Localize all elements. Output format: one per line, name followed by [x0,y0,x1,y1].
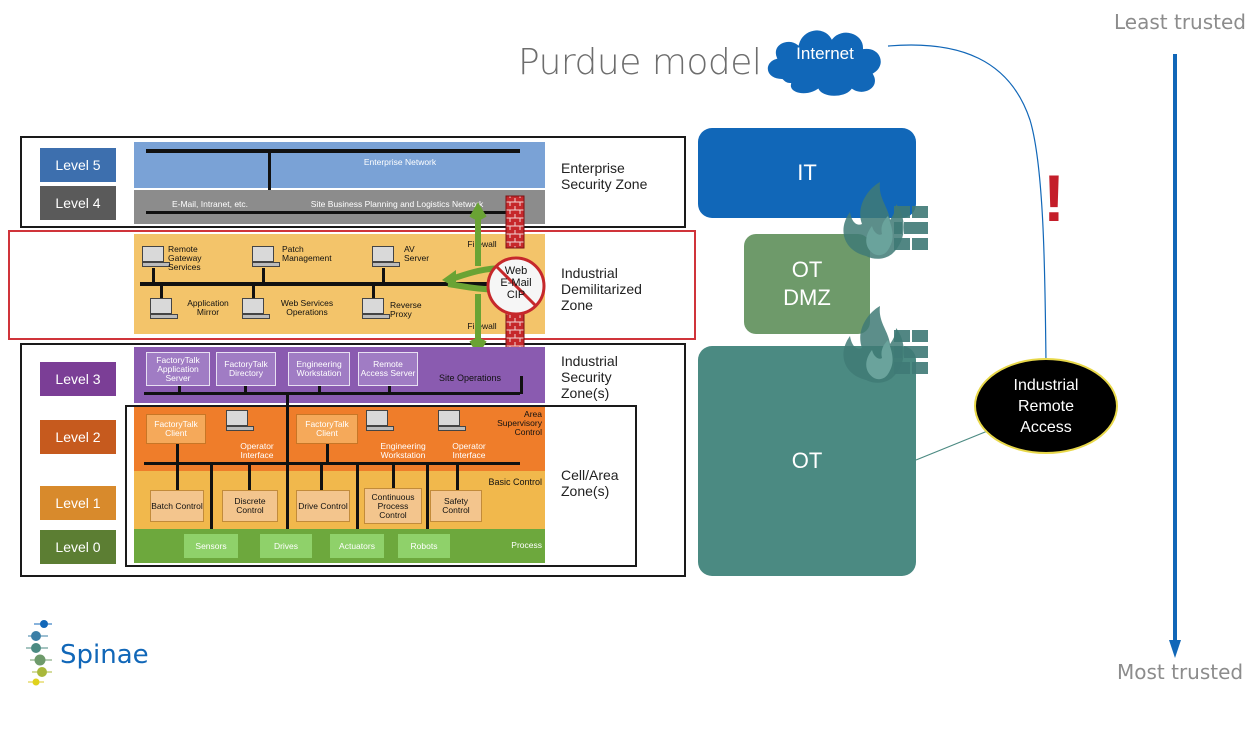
app-mirror-pc-icon [150,298,178,319]
basic-control-label: Basic Control [488,477,542,487]
eng-ws-pc-icon [366,410,394,431]
l3-box-remote-access-server: Remote Access Server [358,352,418,386]
reverse-proxy-pc-icon [362,298,390,319]
level-2-badge: Level 2 [40,420,116,454]
operator-2-pc-icon [438,410,466,431]
operator-1-pc-icon [226,410,254,431]
l1-discrete-control: Discrete Control [222,490,278,522]
l1-continuous-process-control: Continuous Process Control [364,488,422,524]
site-planning-label: Site Business Planning and Logistics Net… [310,199,484,209]
l2-ft-client-1: FactoryTalk Client [146,414,206,444]
remote-gateway-label: Remote Gateway Services [168,244,202,272]
ot-dmz-line1: OT [791,257,823,282]
blocked-cip: CIP [506,289,526,301]
l2-ft-client-2: FactoryTalk Client [296,414,358,444]
site-operations-label: Site Operations [438,373,502,383]
blocked-email: E-Mail [500,277,532,289]
l1-safety-control: Safety Control [430,490,482,522]
level-5-badge: Level 5 [40,148,116,182]
l0-actuators: Actuators [330,534,384,558]
trust-arrow [1169,54,1181,658]
enterprise-network-label: Enterprise Network [363,157,437,167]
ot-dmz-line2: DMZ [783,285,831,310]
av-server-pc-icon [372,246,400,267]
enterprise-frame [20,136,686,228]
operator-1-label: Operator Interface [240,441,274,460]
spinae-logo-text: Spinae [60,640,149,670]
level-3-badge: Level 3 [40,362,116,396]
least-trusted-label: Least trusted [1114,10,1246,34]
most-trusted-label: Most trusted [1117,660,1244,684]
spinae-logo-icon [26,620,52,686]
firewall-traffic-graphic [442,195,546,360]
internet-label: Internet [796,44,854,63]
alert-icon: ! [1043,161,1065,235]
remote-gateway-pc-icon [142,246,170,267]
l0-sensors: Sensors [184,534,238,558]
ot-dmz-zone-box: OT DMZ [744,234,870,334]
industrial-frame [20,343,686,577]
l1-batch-control: Batch Control [150,490,204,522]
page-title: Purdue model [518,42,762,83]
industrial-zone-label: Industrial Security Zone(s) [561,353,618,401]
cell-area-zone-label: Cell/Area Zone(s) [561,467,619,499]
remote-access-line2: Remote [1017,397,1075,415]
patch-pc-icon [252,246,280,267]
operator-2-label: Operator Interface [452,441,486,460]
email-intranet-label: E-Mail, Intranet, etc. [171,199,249,209]
process-label: Process [511,540,542,550]
reverse-proxy-label: Reverse Proxy [390,300,422,319]
cell-area-frame [125,405,637,567]
av-server-label: AV Server [404,244,430,263]
firewall-flame-icon-2 [843,306,928,383]
level-1-badge: Level 1 [40,486,116,520]
l0-robots: Robots [398,534,450,558]
cloud-icon [766,28,883,98]
idmz-zone-label: Industrial Demilitarized Zone [561,265,642,313]
l2-eng-ws-label: Engineering Workstation [380,441,426,460]
web-services-pc-icon [242,298,270,319]
blocked-traffic-text: Web E-Mail CIP [484,265,548,301]
patch-label: Patch Management [282,244,332,263]
l3-box-ft-app-server: FactoryTalk Application Server [146,352,210,386]
level-0-badge: Level 0 [40,530,116,564]
firewall-flame-icon [843,182,928,259]
l1-drive-control: Drive Control [296,490,350,522]
area-supervisory-label: Area Supervisory Control [497,409,542,437]
enterprise-zone-label: Enterprise Security Zone [561,160,648,192]
remote-access-line1: Industrial [1013,376,1079,394]
firewall-top-icon [505,195,525,249]
ot-zone-label: OT [791,448,823,473]
internet-cloud: Internet [760,18,890,100]
ot-zone-box: OT [698,346,916,576]
remote-access-line3: Access [1020,418,1072,436]
industrial-remote-access: Industrial Remote Access [974,358,1118,454]
firewall-top-label: Firewall [467,239,497,249]
l0-drives: Drives [260,534,312,558]
l3-box-eng-workstation: Engineering Workstation [288,352,350,386]
firewall-bottom-label: Firewall [467,321,497,331]
blocked-web: Web [504,265,528,277]
it-zone-label: IT [797,160,817,185]
app-mirror-label: Application Mirror [187,298,229,317]
level-4-badge: Level 4 [40,186,116,220]
web-services-label: Web Services Operations [280,298,334,317]
idmz-highlight [8,230,696,340]
l3-box-ft-directory: FactoryTalk Directory [216,352,276,386]
